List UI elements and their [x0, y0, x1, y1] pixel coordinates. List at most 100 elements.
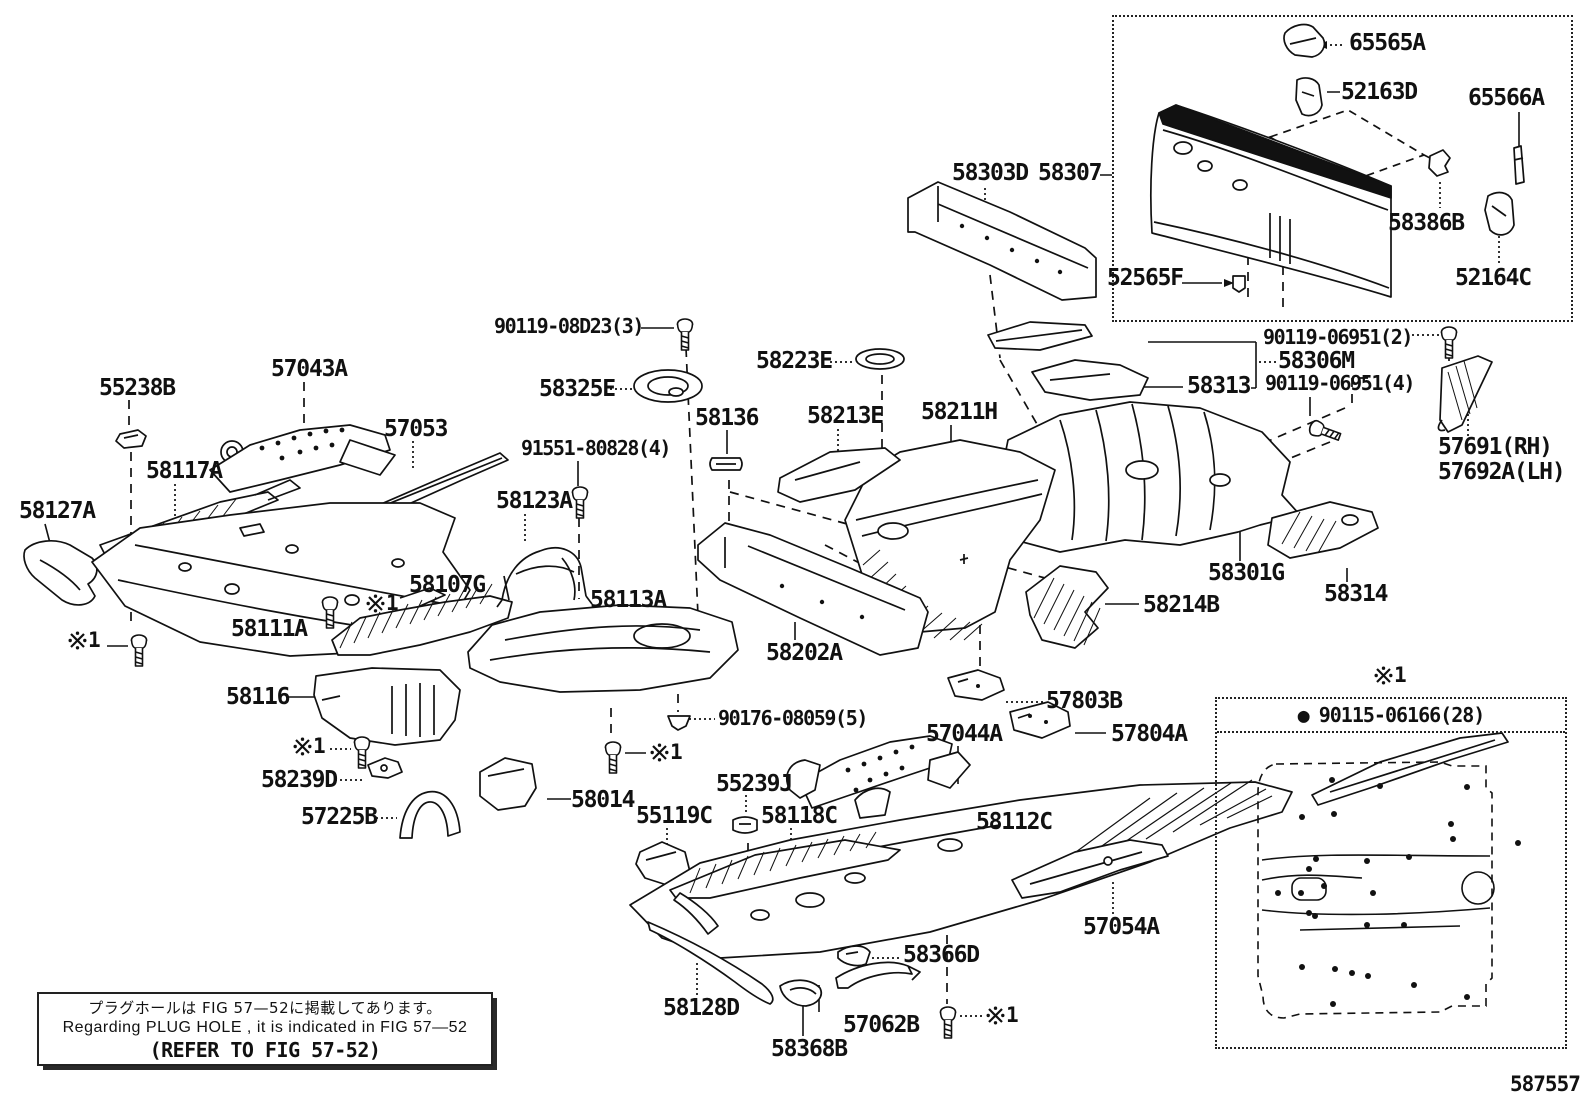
center-floor-hole — [877, 522, 909, 540]
center-floor-detail — [855, 479, 1043, 564]
part-57044A-arch — [854, 787, 891, 819]
part-58214B-hatch — [1033, 577, 1101, 646]
ref-marker-3: 1 — [650, 742, 683, 763]
part-label-58314: 58314 — [1324, 581, 1388, 607]
part-90176-clip — [667, 715, 691, 731]
part-58112C-floor-pan — [629, 781, 1293, 959]
part-52164C-bracket — [1484, 191, 1515, 236]
part-label-58107G: 58107G — [409, 572, 486, 598]
ref-marker-1: 1 — [68, 630, 101, 651]
bolt-icon — [604, 741, 622, 774]
bolt-icon — [1306, 418, 1343, 445]
part-label-58214B: 58214B — [1143, 592, 1220, 618]
part-label-58386B: 58386B — [1388, 210, 1465, 236]
part-58314-hole — [1341, 514, 1359, 526]
part-58386B-clip — [1428, 149, 1451, 177]
part-label-57691: 57691(RH) — [1438, 434, 1553, 460]
part-label-58116: 58116 — [226, 684, 290, 710]
part-label-58136: 58136 — [695, 405, 759, 431]
floor-pan-ribs — [1064, 779, 1273, 861]
crossmember-spotwelds — [779, 583, 865, 620]
part-58306M-support — [987, 321, 1093, 351]
part-57043A-arm — [339, 439, 396, 476]
bolt-icon — [676, 318, 694, 351]
part-58303D-crossmember — [907, 181, 1097, 301]
part-58223E-gasket-inner — [865, 353, 895, 365]
ref-marker-2: 1 — [293, 736, 326, 757]
part-rocker-strip — [1311, 732, 1509, 806]
part-58127A-bracket — [23, 540, 98, 606]
part-58107G-member — [331, 587, 513, 656]
bolt-icon — [1440, 326, 1458, 359]
part-label-58111A: 58111A — [231, 616, 308, 642]
part-label-58211H: 58211H — [921, 399, 998, 425]
plug-hole-box-header: ● 90115-06166(28) — [1217, 699, 1565, 733]
part-label-58202A: 58202A — [766, 640, 843, 666]
part-label-65566A: 65566A — [1468, 85, 1545, 111]
part-57062B-bracket — [835, 961, 921, 989]
plug-hole-positions — [1275, 777, 1521, 1007]
part-57054A-rail — [1011, 839, 1169, 899]
reference-mark-icon — [1374, 666, 1393, 685]
note-line-english: Regarding PLUG HOLE , it is indicated in… — [62, 1018, 468, 1036]
rear-panel-inset-box — [1112, 15, 1573, 322]
part-label-90119-08D23: 90119-08D23(3) — [494, 314, 644, 338]
part-57804A-plate — [1009, 701, 1071, 739]
part-58014-bracket — [479, 757, 537, 811]
ref-marker-number: 1 — [313, 734, 326, 758]
part-65565A-bracket — [1283, 23, 1326, 58]
part-58307-rear-panel — [1149, 104, 1392, 298]
part-55239J-clip — [732, 816, 758, 834]
part-57225B-arch — [399, 790, 461, 839]
part-label-58113A: 58113A — [590, 587, 667, 613]
part-label-57054A: 57054A — [1083, 914, 1160, 940]
part-57691-sill — [1437, 355, 1493, 433]
part-label-55239J: 55239J — [716, 771, 793, 797]
part-label-91551-80828: 91551-80828(4) — [521, 436, 671, 460]
part-label-57225B: 57225B — [301, 804, 378, 830]
rear-panel-detail — [1153, 129, 1390, 289]
bolt-icon — [353, 736, 371, 769]
rear-panel-hole — [1173, 141, 1193, 155]
rear-panel-hole — [1232, 179, 1248, 191]
part-58325E-plate-hole — [668, 387, 684, 397]
figure-page-code: 587557 — [1510, 1072, 1581, 1096]
part-58213E-panel — [777, 447, 901, 503]
part-label-52164C: 52164C — [1455, 265, 1532, 291]
part-label-58014: 58014 — [571, 787, 635, 813]
part-label-58118C: 58118C — [761, 803, 838, 829]
part-label-57043A: 57043A — [271, 356, 348, 382]
part-57043A-spotwelds — [259, 427, 345, 461]
part-label-55238B: 55238B — [99, 375, 176, 401]
part-label-58223E: 58223E — [756, 348, 833, 374]
reference-mark-icon — [293, 737, 312, 756]
part-label-58306M: 58306M — [1278, 348, 1355, 374]
floor-pan-holes — [750, 838, 963, 921]
part-label-57053: 57053 — [384, 416, 448, 442]
plate-spotwelds — [976, 684, 1048, 724]
part-58128D-brace-upper — [673, 892, 719, 935]
part-label-58313: 58313 — [1187, 373, 1251, 399]
plug-hole-floor-outline — [1257, 761, 1495, 1019]
bullet-icon: ● — [1297, 703, 1310, 727]
part-57044A-bracket-right — [927, 751, 971, 789]
ref-marker-4: 1 — [366, 593, 399, 614]
part-label-58123A: 58123A — [496, 488, 573, 514]
reference-mark-icon — [986, 1006, 1005, 1025]
part-label-57044A: 57044A — [926, 721, 1003, 747]
part-58314-hatch — [1281, 511, 1337, 554]
part-57044A-spotwelds — [845, 744, 915, 793]
reference-mark-icon — [650, 743, 669, 762]
part-label-57803B: 57803B — [1046, 688, 1123, 714]
part-label-58366D: 58366D — [903, 942, 980, 968]
part-label-58368B: 58368B — [771, 1036, 848, 1062]
part-58128D-brace — [647, 921, 774, 1005]
ref-marker-number: 1 — [88, 628, 101, 652]
ref-marker-number: 1 — [1006, 1003, 1019, 1027]
part-65566A-reinforce — [1513, 145, 1525, 185]
part-label-57804A: 57804A — [1111, 721, 1188, 747]
rear-floor-hole — [1209, 473, 1231, 487]
part-label-58239D: 58239D — [261, 767, 338, 793]
